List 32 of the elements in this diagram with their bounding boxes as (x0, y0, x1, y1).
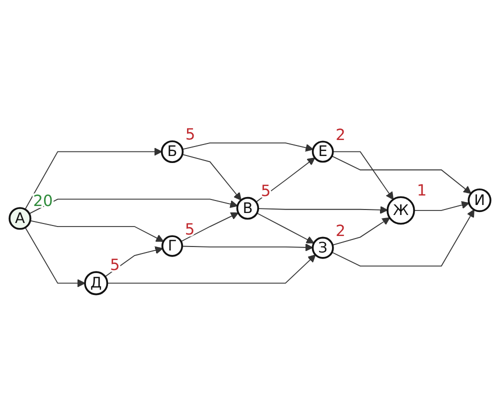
node-circle: А (8, 207, 32, 230)
node-circle: И (468, 188, 492, 212)
arrow (332, 217, 390, 246)
arrow (182, 243, 314, 252)
node-circle: Г (161, 235, 184, 257)
arrow (180, 212, 239, 242)
node-circle: Б (160, 140, 184, 164)
arrow (332, 151, 394, 200)
node-number: 5 (110, 256, 120, 274)
node-number: 2 (336, 126, 346, 144)
arrow (28, 198, 238, 214)
node-number: 5 (184, 220, 195, 238)
arrow (182, 154, 242, 201)
node-number: 20 (33, 192, 53, 210)
node-circle: В (236, 197, 260, 220)
arrow (24, 148, 162, 210)
node-number: 2 (336, 222, 346, 240)
node-circle: З (312, 236, 334, 259)
node-number: 1 (416, 181, 427, 200)
arrow (332, 209, 474, 267)
node-circle: Д (84, 271, 108, 296)
arrow (414, 201, 470, 211)
arrow (30, 220, 164, 242)
node-number: 5 (185, 125, 196, 144)
arrow (256, 212, 314, 244)
node-circle: Ж (386, 196, 416, 225)
arrow (331, 156, 472, 194)
arrow (106, 254, 316, 284)
arrow (258, 206, 388, 214)
node-circle: Е (312, 140, 334, 163)
arrow (182, 142, 314, 152)
arrow (24, 227, 86, 288)
